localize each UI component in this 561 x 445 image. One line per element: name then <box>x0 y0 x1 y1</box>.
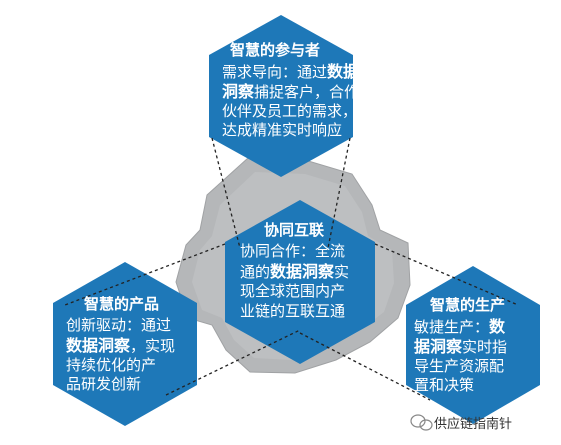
center-line-4: 业链的互联互通 <box>240 302 346 320</box>
left-hexagon <box>53 262 197 426</box>
watermark-text: 供应链指南针 <box>434 417 513 432</box>
top-line-1: 需求导向：通过数据 <box>222 62 359 82</box>
left-line-2-post: ，实现 <box>130 337 176 355</box>
left-line-1: 创新驱动：通过 <box>66 316 172 334</box>
top-title: 智慧的参与者 <box>230 41 321 59</box>
left-title: 智慧的产品 <box>84 295 160 313</box>
left-line-4: 品研发创新 <box>66 375 142 393</box>
left-line-3: 持续优化的产 <box>66 356 157 374</box>
wechat-icon <box>410 414 433 431</box>
left-line-2: 数据洞察，实现 <box>66 336 175 356</box>
left-line-2-bold: 数据洞察 <box>66 336 131 355</box>
right-title: 智慧的生产 <box>430 296 506 314</box>
top-line-1-bold: 数据 <box>327 62 360 81</box>
top-line-4: 达成精准实时响应 <box>222 121 343 139</box>
connector-left-bottom <box>165 329 301 396</box>
top-line-3: 伙伴及员工的需求， <box>222 102 358 120</box>
center-title: 协同互联 <box>264 221 325 239</box>
top-line-2-bold: 洞察 <box>222 82 255 101</box>
right-line-2: 据洞察实时指 <box>414 337 507 357</box>
top-line-2: 洞察捕捉客户，合作 <box>222 82 359 102</box>
top-hexagon <box>209 15 353 177</box>
right-line-4: 置和决策 <box>414 376 475 394</box>
center-line-2-post: 实 <box>334 263 350 281</box>
center-line-3: 现全球范围内产 <box>240 282 346 300</box>
right-line-3: 导生产资源配 <box>414 357 505 375</box>
connector-center-right-top <box>374 243 519 306</box>
connector-center-left-top <box>64 243 226 306</box>
right-line-1: 敏捷生产：数 <box>414 317 505 337</box>
center-line-1: 协同合作：全流 <box>240 242 346 260</box>
connector-right-bottom <box>299 332 431 401</box>
right-line-2-post: 实时指 <box>462 338 508 356</box>
center-hexagon <box>225 200 375 364</box>
right-hexagon <box>406 266 540 424</box>
center-line-2-bold: 数据洞察 <box>270 262 335 281</box>
right-line-2-bold: 据洞察 <box>414 337 463 356</box>
right-line-1-pre: 敏捷生产： <box>414 318 490 336</box>
center-line-2: 通的数据洞察实 <box>240 262 349 282</box>
connector-top-right <box>327 137 351 249</box>
top-line-2-text: 捕捉客户，合作 <box>254 83 360 101</box>
top-line-1-text: 需求导向：通过 <box>222 63 328 81</box>
connector-top-left <box>211 137 241 249</box>
right-line-1-bold: 数 <box>489 317 506 336</box>
center-line-2-pre: 通的 <box>240 263 271 281</box>
